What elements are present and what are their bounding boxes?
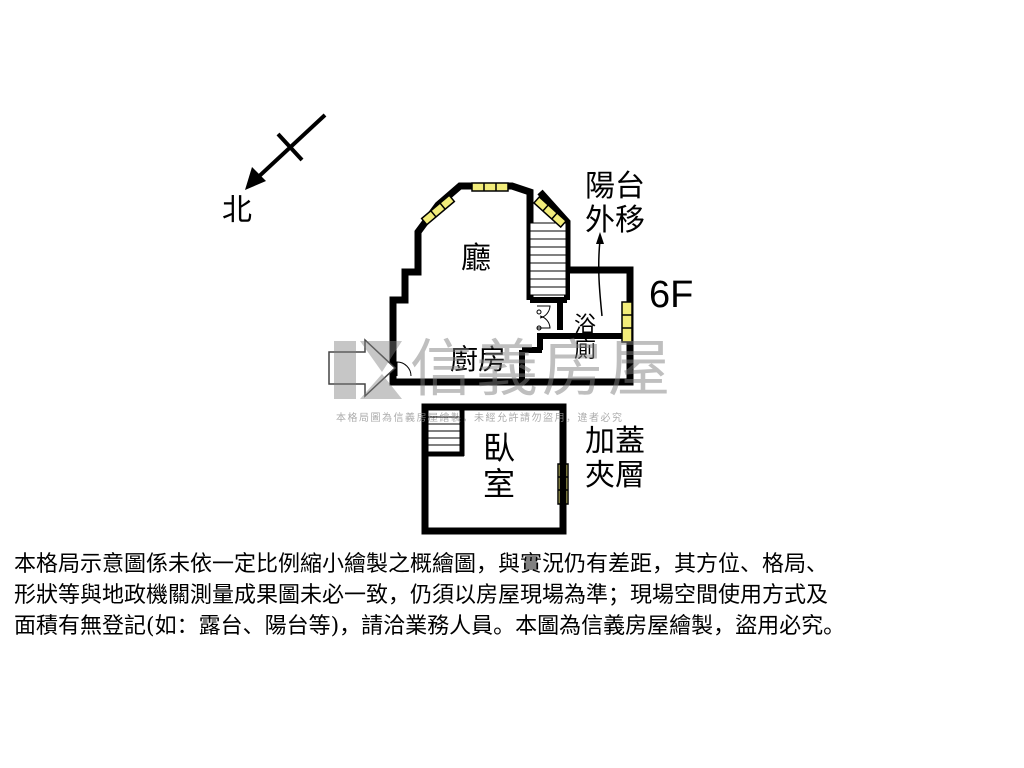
north-arrow-icon xyxy=(245,113,327,190)
stairs-lower xyxy=(427,409,465,457)
disclaimer-line: 面積有無登記(如：露台、陽台等)，請洽業務人員。本圖為信義房屋繪製，盜用必究。 xyxy=(14,614,846,639)
window xyxy=(471,182,509,192)
entry-arrow-icon xyxy=(328,338,397,398)
window xyxy=(420,194,456,226)
room-bath-label: 浴 廁 xyxy=(574,313,597,363)
brand-logo xyxy=(334,341,402,399)
disclaimer-line: 本格局示意圖係未依一定比例縮小繪製之概繪圖，與實況仍有差距，其方位、格局、 xyxy=(14,552,829,577)
door xyxy=(396,305,551,377)
mezzanine-note: 加蓋 夾層 xyxy=(585,424,645,493)
disclaimer: 本格局示意圖係未依一定比例縮小繪製之概繪圖，與實況仍有差距，其方位、格局、 形狀… xyxy=(14,549,1014,642)
window xyxy=(532,195,568,229)
floor-plan xyxy=(245,113,634,535)
balcony-arrow-icon xyxy=(596,232,604,317)
room-living-label: 廳 xyxy=(461,241,491,276)
compass-label: 北 xyxy=(222,193,252,228)
room-kitchen-label: 廚房 xyxy=(450,343,507,376)
balcony-note: 陽台 外移 xyxy=(585,169,645,238)
watermark-brand: 信義房屋 xyxy=(410,332,675,405)
room-bedroom-label: 臥 室 xyxy=(483,429,516,503)
watermark-caption: 本格局圖為信義房屋繪製，未經允許請勿盜用，違者必究 xyxy=(336,413,624,424)
lower-unit-wall xyxy=(421,403,567,535)
floor-label: 6F xyxy=(649,274,694,316)
disclaimer-line: 形狀等與地政機關測量成果圖未必一致，仍須以房屋現場為準；現場空間使用方式及 xyxy=(14,583,829,608)
window xyxy=(621,301,633,343)
interior-walls xyxy=(519,270,630,382)
stairs-upper xyxy=(529,222,567,296)
